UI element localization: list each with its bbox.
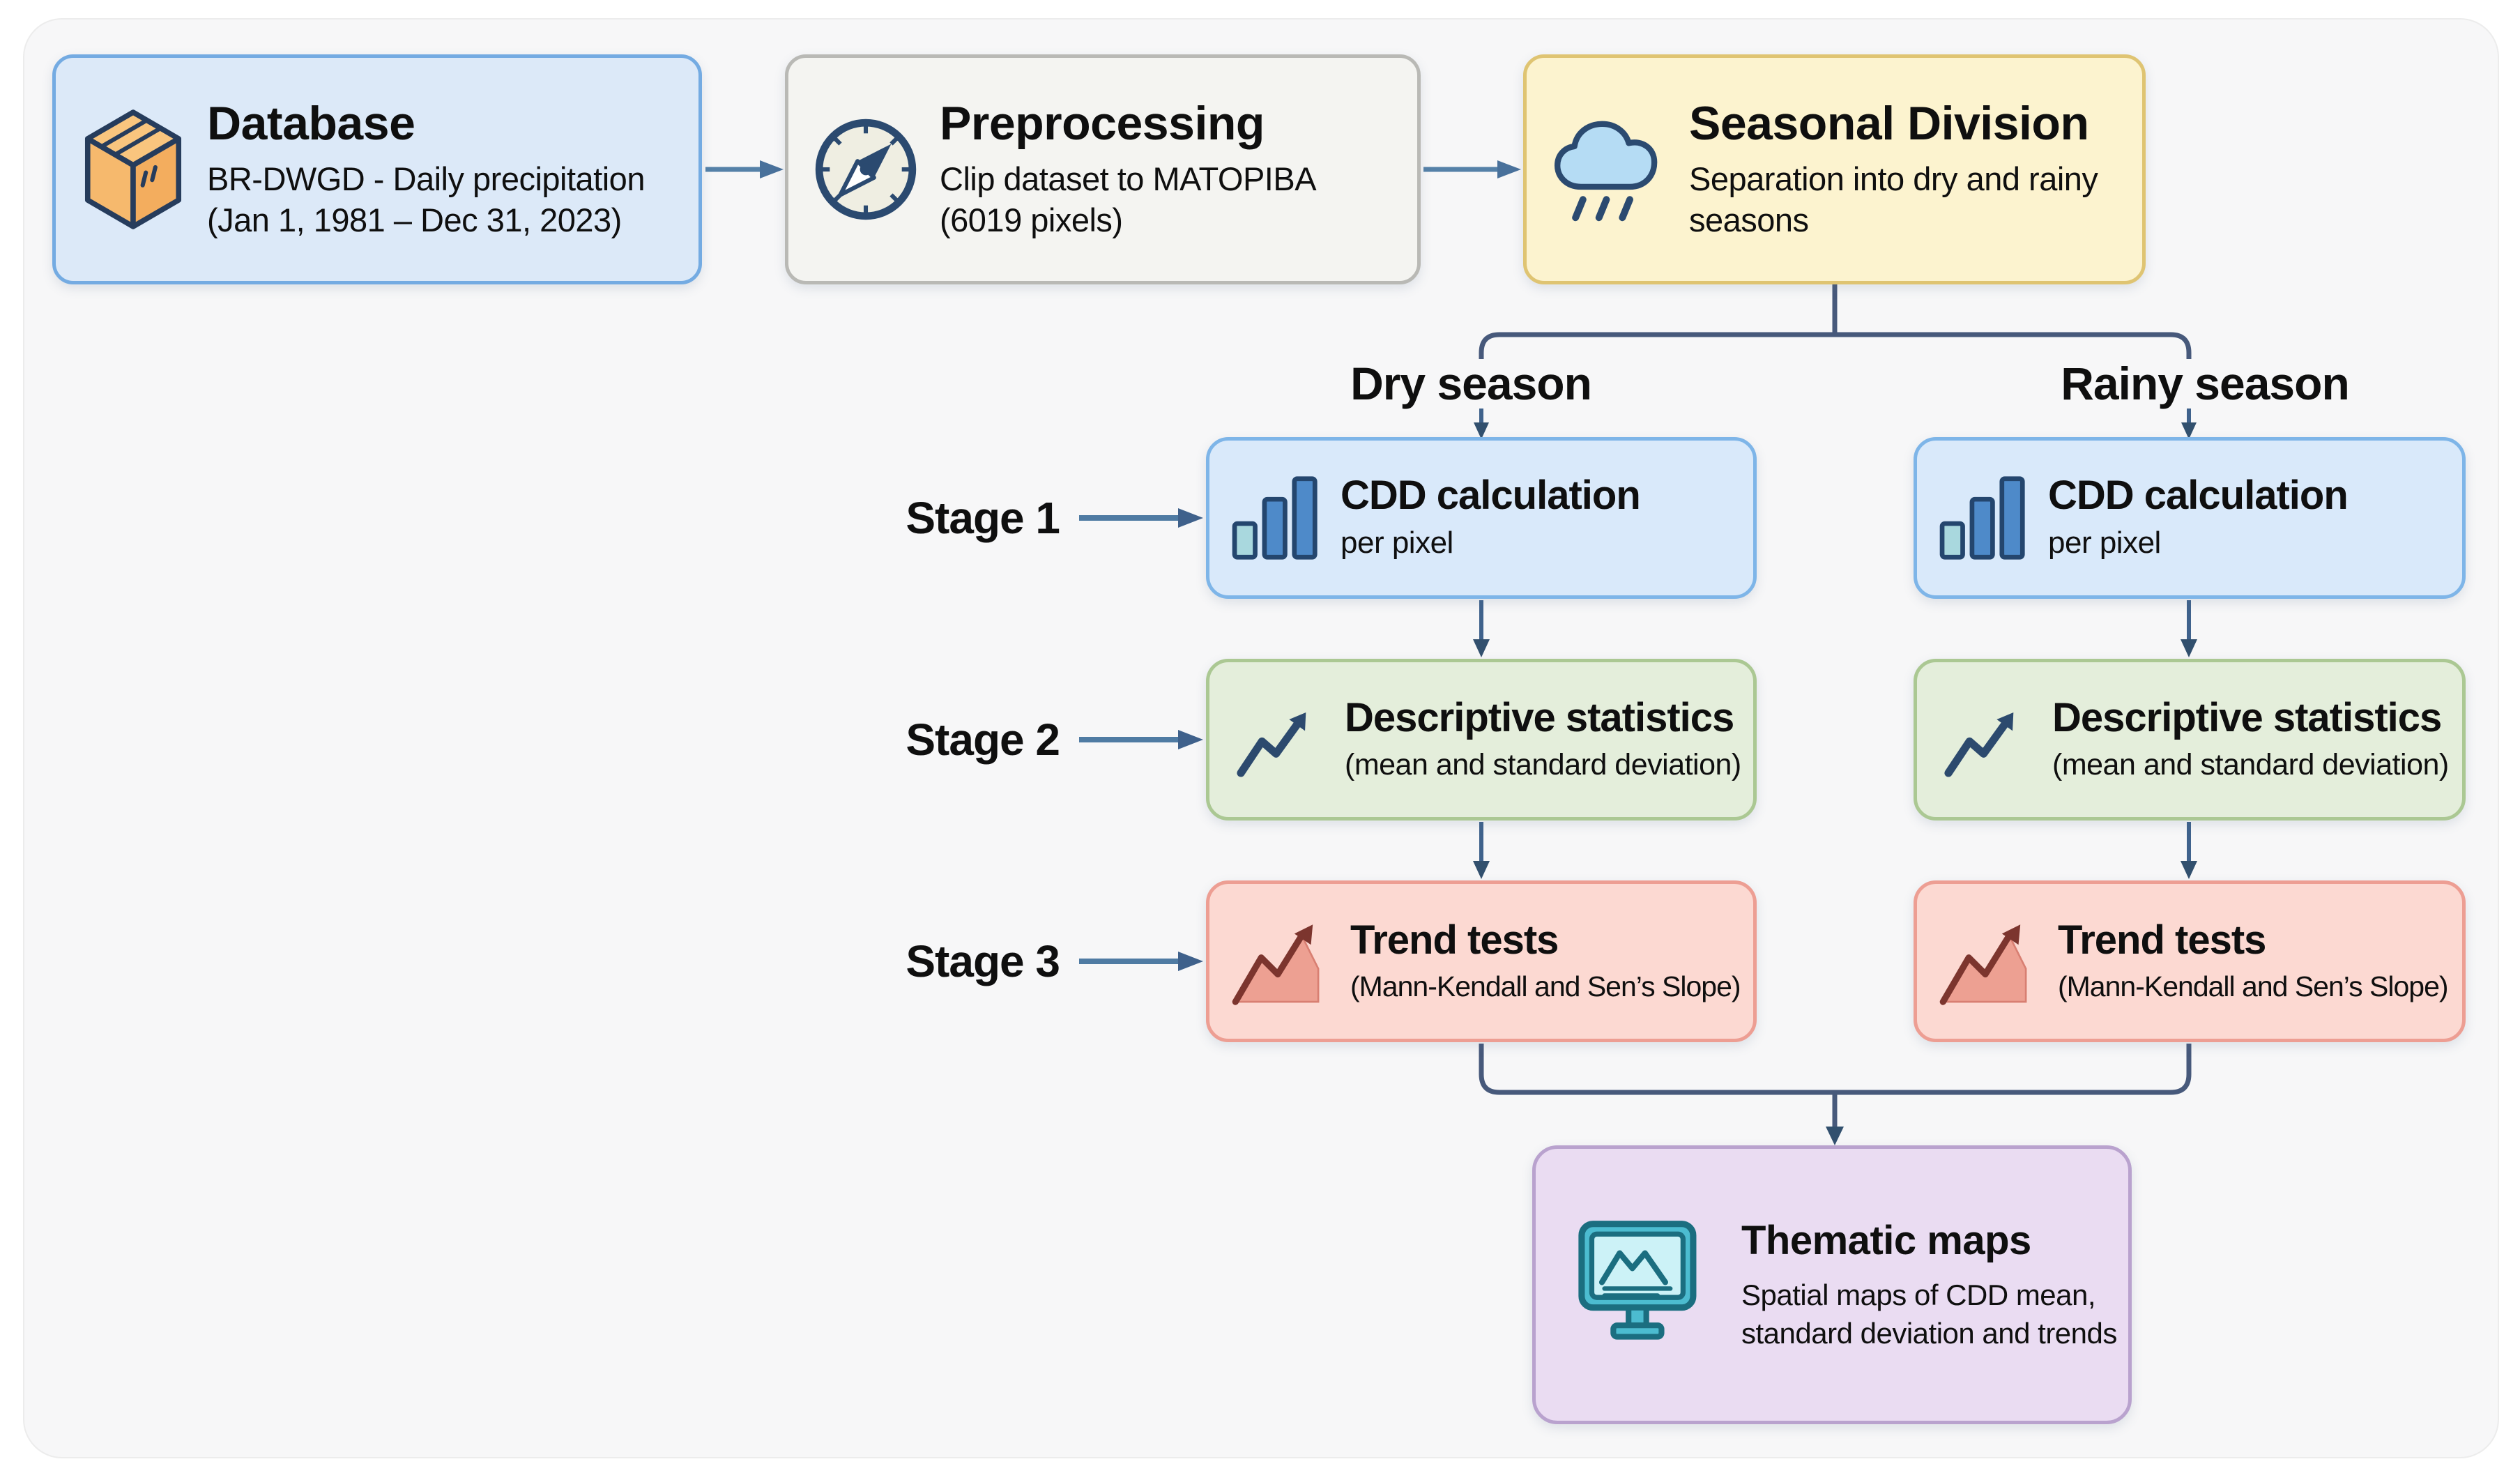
- dry-trend-tests-node: Trend tests (Mann-Kendall and Sen’s Slop…: [1206, 880, 1757, 1042]
- stage-2-label: Stage 2: [906, 715, 1060, 765]
- subtitle-line: Separation into dry and rainy: [1689, 160, 2098, 198]
- node-subtitle: per pixel: [2048, 526, 2161, 560]
- node-subtitle: (Mann-Kendall and Sen’s Slope): [1350, 970, 1741, 1002]
- line-chart-icon: [1937, 696, 2034, 784]
- stage-3-label: Stage 3: [906, 936, 1060, 986]
- arrowhead-icon: [1178, 952, 1203, 971]
- node-title: Trend tests: [2058, 917, 2266, 963]
- node-title: Descriptive statistics: [1345, 694, 1734, 740]
- node-subtitle: Clip dataset to MATOPIBA(6019 pixels): [940, 159, 1317, 241]
- subtitle-line: (6019 pixels): [940, 201, 1123, 238]
- node-title: Database: [207, 97, 415, 151]
- arrowhead-icon: [1474, 422, 1489, 439]
- node-title: CDD calculation: [2048, 473, 2349, 519]
- dry-descriptive-statistics-node: Descriptive statistics (mean and standar…: [1206, 659, 1757, 821]
- arrowhead-icon: [1826, 1127, 1844, 1145]
- rainy-trend-tests-node: Trend tests (Mann-Kendall and Sen’s Slop…: [1914, 880, 2466, 1042]
- node-title: Thematic maps: [1741, 1217, 2031, 1263]
- subtitle-line: (Jan 1, 1981 – Dec 31, 2023): [207, 201, 622, 238]
- arrowhead-icon: [2181, 422, 2197, 439]
- dry-season-label: Dry season: [1350, 358, 1592, 409]
- arrowhead-icon: [1497, 160, 1521, 178]
- arrowhead-icon: [1473, 861, 1490, 879]
- database-node: Database BR-DWGD - Daily precipitation(J…: [52, 54, 702, 284]
- node-title: Preprocessing: [940, 97, 1265, 151]
- node-title: Descriptive statistics: [2052, 694, 2442, 740]
- rainy-season-label: Rainy season: [2061, 358, 2350, 409]
- rainy-descriptive-statistics-node: Descriptive statistics (mean and standar…: [1914, 659, 2466, 821]
- compass-icon: [813, 116, 919, 222]
- node-title: Seasonal Division: [1689, 97, 2089, 151]
- subtitle-line: Clip dataset to MATOPIBA: [940, 160, 1317, 198]
- node-subtitle: per pixel: [1341, 526, 1453, 560]
- thematic-maps-node: Thematic maps Spatial maps of CDD mean, s…: [1532, 1145, 2132, 1424]
- bar-chart-icon: [1937, 471, 2030, 565]
- arrowhead-icon: [1178, 730, 1203, 749]
- arrowhead-icon: [2181, 639, 2197, 657]
- node-subtitle: BR-DWGD - Daily precipitation(Jan 1, 198…: [207, 159, 645, 241]
- seasonal-division-node: Seasonal Division Separation into dry an…: [1523, 54, 2146, 284]
- branch-split-bar: [1479, 332, 2192, 359]
- package-icon: [80, 108, 186, 231]
- node-subtitle: (mean and standard deviation): [1345, 747, 1741, 781]
- line-chart-icon: [1229, 696, 1327, 784]
- bar-chart-icon: [1229, 471, 1322, 565]
- area-chart-icon: [1937, 915, 2040, 1007]
- stage-1-label: Stage 1: [906, 493, 1060, 543]
- preprocessing-node: Preprocessing Clip dataset to MATOPIBA(6…: [785, 54, 1421, 284]
- subtitle-line: seasons: [1689, 201, 1809, 238]
- node-subtitle: Spatial maps of CDD mean, standard deviat…: [1741, 1276, 2117, 1352]
- monitor-icon: [1574, 1219, 1713, 1351]
- rain-cloud-icon: [1551, 116, 1668, 223]
- arrowhead-icon: [760, 160, 784, 178]
- arrowhead-icon: [1178, 508, 1203, 528]
- subtitle-line: standard deviation and trends: [1741, 1316, 2117, 1350]
- rainy-cdd-node: CDD calculation per pixel: [1914, 437, 2466, 599]
- area-chart-icon: [1229, 915, 1332, 1007]
- node-title: Trend tests: [1350, 917, 1559, 963]
- node-subtitle: (mean and standard deviation): [2052, 747, 2449, 781]
- subtitle-line: Spatial maps of CDD mean,: [1741, 1278, 2096, 1311]
- node-title: CDD calculation: [1341, 473, 1641, 519]
- merge-bracket: [1479, 1044, 2192, 1095]
- arrowhead-icon: [2181, 861, 2197, 879]
- dry-cdd-node: CDD calculation per pixel: [1206, 437, 1757, 599]
- arrowhead-icon: [1473, 639, 1490, 657]
- node-subtitle: (Mann-Kendall and Sen’s Slope): [2058, 970, 2449, 1002]
- subtitle-line: BR-DWGD - Daily precipitation: [207, 160, 645, 198]
